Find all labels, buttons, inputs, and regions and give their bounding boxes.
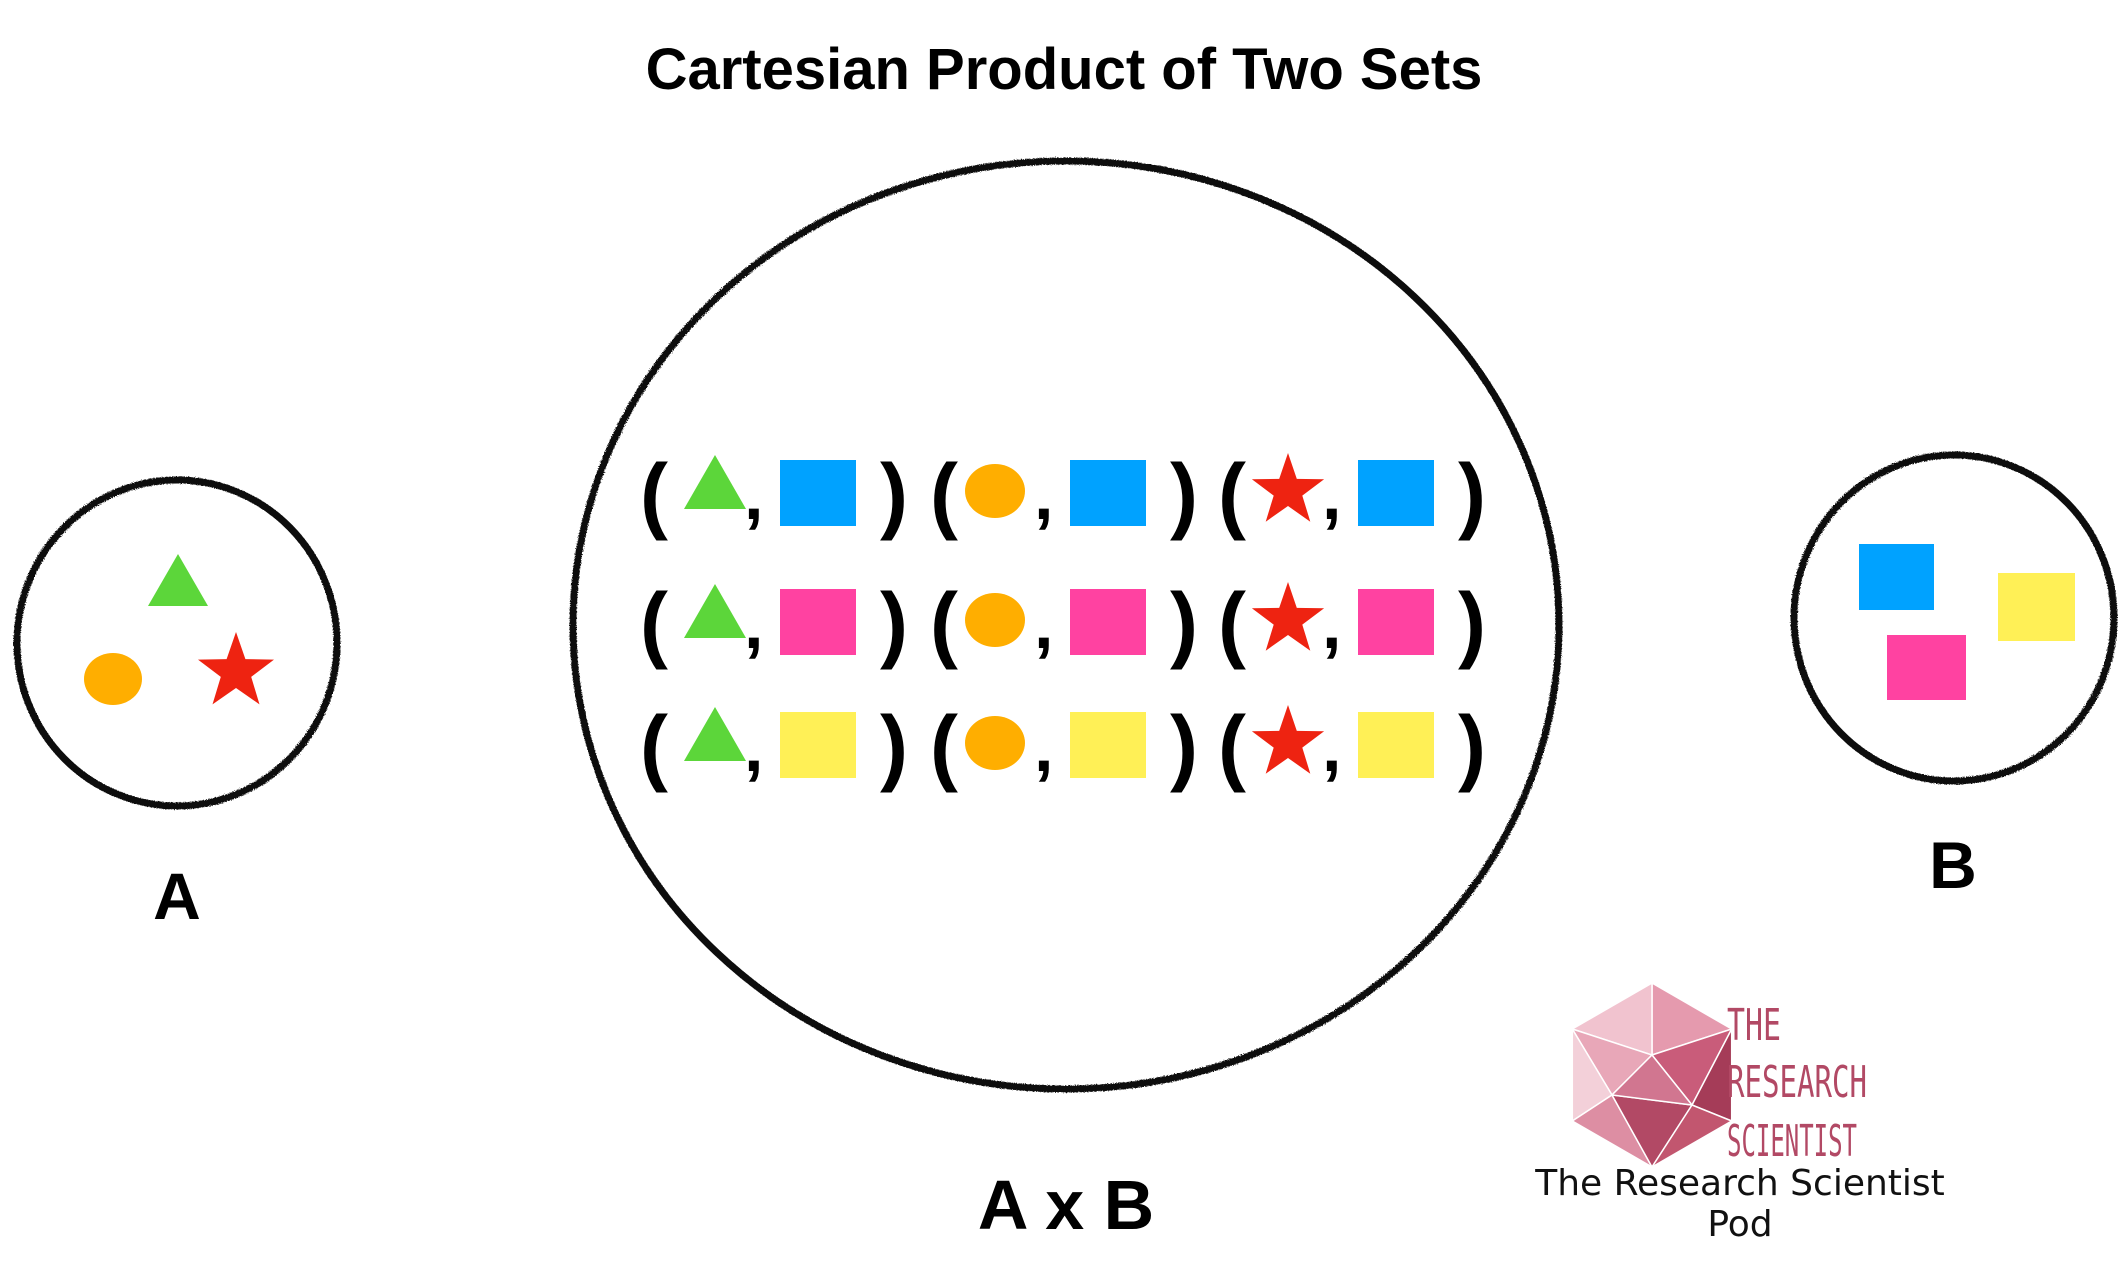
- set-a-star-icon: [198, 632, 274, 705]
- set-b-yellow-square-icon: [1998, 573, 2075, 641]
- pair-2-2-star-icon: [1251, 705, 1325, 774]
- pair-1-1-open-paren: (: [930, 576, 958, 670]
- pair-2-1-close-paren: ): [1170, 699, 1198, 793]
- set-a-label: A: [153, 859, 201, 933]
- pair-1-2-star-icon: [1251, 582, 1325, 651]
- pair-0-0-open-paren: (: [640, 447, 668, 541]
- pair-2-2-open-paren: (: [1218, 699, 1246, 793]
- pair-0-1-blue-square-icon: [1070, 460, 1146, 526]
- pair-0-2-close-paren: ): [1458, 447, 1486, 541]
- set-a-circle: [13, 476, 341, 810]
- pair-1-2-comma: ,: [1322, 585, 1341, 663]
- logo-line-3: SCIENTIST: [1727, 1116, 1857, 1167]
- pair-1-0-comma: ,: [744, 585, 763, 663]
- product-pairs: (,)(,)(,)(,)(,)(,)(,)(,)(,): [640, 447, 1486, 793]
- pair-2-1-yellow-square-icon: [1070, 712, 1146, 778]
- pair-2-0-open-paren: (: [640, 699, 668, 793]
- set-b-blue-square-icon: [1859, 544, 1934, 610]
- logo-facet-7: [1610, 1053, 1694, 1106]
- pair-2-0-comma: ,: [744, 708, 763, 786]
- pair-1-1-comma: ,: [1034, 585, 1053, 663]
- pair-1-1-pink-square-icon: [1070, 589, 1146, 655]
- pair-1-2-open-paren: (: [1218, 576, 1246, 670]
- pair-2-1-open-paren: (: [930, 699, 958, 793]
- logo-facet-9: [1651, 1104, 1734, 1168]
- pair-2-2-yellow-square-icon: [1358, 712, 1434, 778]
- pair-1-2-close-paren: ): [1458, 576, 1486, 670]
- pair-0-2-star-icon: [1251, 453, 1325, 522]
- pair-1-2-pink-square-icon: [1358, 589, 1434, 655]
- pair-1-0-close-paren: ): [880, 576, 908, 670]
- logo-line-1: THE: [1727, 1000, 1781, 1051]
- pair-2-2-comma: ,: [1322, 708, 1341, 786]
- brand-caption: The Research Scientist Pod: [1535, 1163, 1945, 1245]
- product-circle: [569, 157, 1563, 1093]
- pair-0-2-open-paren: (: [1218, 447, 1246, 541]
- pair-2-2-close-paren: ): [1458, 699, 1486, 793]
- pair-0-2-comma: ,: [1322, 456, 1341, 534]
- pair-0-2-blue-square-icon: [1358, 460, 1434, 526]
- pair-0-0-comma: ,: [744, 456, 763, 534]
- pair-2-1-comma: ,: [1034, 708, 1053, 786]
- pair-0-1-open-paren: (: [930, 447, 958, 541]
- logo-line-2: RESEARCH: [1727, 1057, 1867, 1108]
- pair-0-1-comma: ,: [1034, 456, 1053, 534]
- pair-2-0-close-paren: ): [880, 699, 908, 793]
- pair-1-0-open-paren: (: [640, 576, 668, 670]
- pair-1-0-pink-square-icon: [780, 589, 856, 655]
- brand-logo-wordmark: THE RESEARCH SCIENTIST: [1727, 1000, 1867, 1167]
- pair-0-0-blue-square-icon: [780, 460, 856, 526]
- brand-logo-icon: [1570, 981, 1734, 1170]
- set-b-circle: [1790, 451, 2118, 785]
- pair-2-0-yellow-square-icon: [780, 712, 856, 778]
- set-b-label: B: [1929, 828, 1977, 902]
- pair-0-0-close-paren: ): [880, 447, 908, 541]
- set-a-triangle-icon: [148, 554, 208, 606]
- pair-1-1-circle-icon: [965, 593, 1025, 647]
- pair-0-1-close-paren: ): [1170, 447, 1198, 541]
- pair-2-0-triangle-icon: [684, 707, 746, 761]
- pair-1-1-close-paren: ): [1170, 576, 1198, 670]
- diagram-title: Cartesian Product of Two Sets: [645, 37, 1483, 102]
- pair-2-1-circle-icon: [965, 716, 1025, 770]
- set-a-circle-icon: [84, 653, 142, 705]
- pair-0-1-circle-icon: [965, 464, 1025, 518]
- product-label: A x B: [977, 1166, 1155, 1244]
- set-b-pink-square-icon: [1887, 635, 1966, 700]
- pair-1-0-triangle-icon: [684, 584, 746, 638]
- pair-0-0-triangle-icon: [684, 455, 746, 509]
